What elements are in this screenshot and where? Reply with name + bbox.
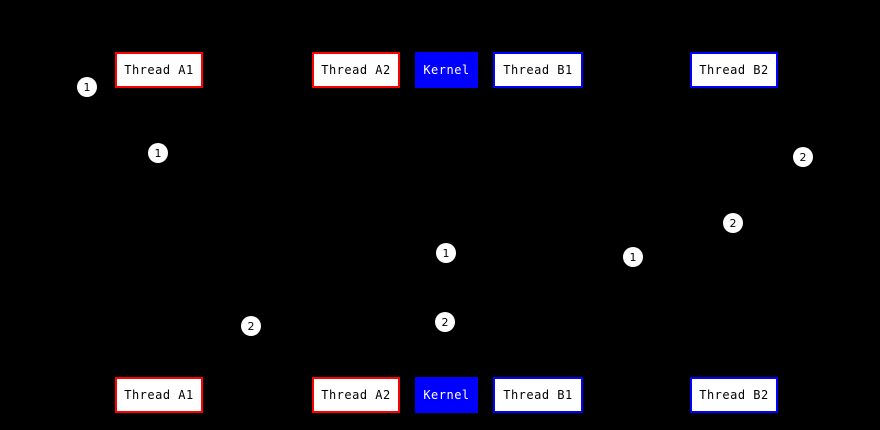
participant-label-thread-b1: Thread B1 bbox=[503, 63, 573, 77]
participant-box-thread-b2-bottom[interactable]: Thread B2 bbox=[690, 377, 778, 413]
message-arrow-msg-3 bbox=[356, 265, 446, 266]
participant-box-thread-b2-top[interactable]: Thread B2 bbox=[690, 52, 778, 88]
participant-box-thread-a2-top[interactable]: Thread A2 bbox=[312, 52, 400, 88]
participant-box-thread-a1-bottom[interactable]: Thread A1 bbox=[115, 377, 203, 413]
participant-box-kernel-bottom[interactable]: Kernel bbox=[415, 377, 478, 413]
step-marker-marker-2b: 2 bbox=[723, 213, 743, 233]
step-marker-marker-1d: 1 bbox=[623, 247, 643, 267]
message-arrow-msg-4 bbox=[446, 290, 538, 291]
step-marker-marker-1c: 1 bbox=[436, 243, 456, 263]
participant-box-thread-a1-top[interactable]: Thread A1 bbox=[115, 52, 203, 88]
participant-label-thread-b2: Thread B2 bbox=[699, 63, 769, 77]
participant-box-thread-b1-bottom[interactable]: Thread B1 bbox=[493, 377, 583, 413]
participant-label-thread-a2: Thread A2 bbox=[321, 63, 391, 77]
participant-label-thread-a2: Thread A2 bbox=[321, 388, 391, 402]
participant-box-kernel-top[interactable]: Kernel bbox=[415, 52, 478, 88]
participant-label-thread-b2: Thread B2 bbox=[699, 388, 769, 402]
step-marker-marker-1a: 1 bbox=[77, 77, 97, 97]
participant-box-thread-b1-top[interactable]: Thread B1 bbox=[493, 52, 583, 88]
lifeline-thread-a2 bbox=[356, 88, 357, 377]
participant-label-kernel: Kernel bbox=[423, 388, 470, 402]
participant-label-thread-a1: Thread A1 bbox=[124, 388, 194, 402]
message-arrow-msg-1 bbox=[159, 120, 356, 121]
lifeline-kernel bbox=[446, 88, 447, 377]
participant-box-thread-a2-bottom[interactable]: Thread A2 bbox=[312, 377, 400, 413]
message-arrow-msg-5 bbox=[159, 340, 446, 341]
lifeline-thread-a1 bbox=[159, 88, 160, 377]
participant-label-kernel: Kernel bbox=[423, 63, 470, 77]
participant-label-thread-b1: Thread B1 bbox=[503, 388, 573, 402]
step-marker-marker-1b: 1 bbox=[148, 143, 168, 163]
lifeline-thread-b1 bbox=[538, 88, 539, 377]
step-marker-marker-2d: 2 bbox=[435, 312, 455, 332]
step-marker-marker-2c: 2 bbox=[241, 316, 261, 336]
message-arrow-msg-2 bbox=[538, 190, 734, 191]
participant-label-thread-a1: Thread A1 bbox=[124, 63, 194, 77]
step-marker-marker-2a: 2 bbox=[793, 147, 813, 167]
